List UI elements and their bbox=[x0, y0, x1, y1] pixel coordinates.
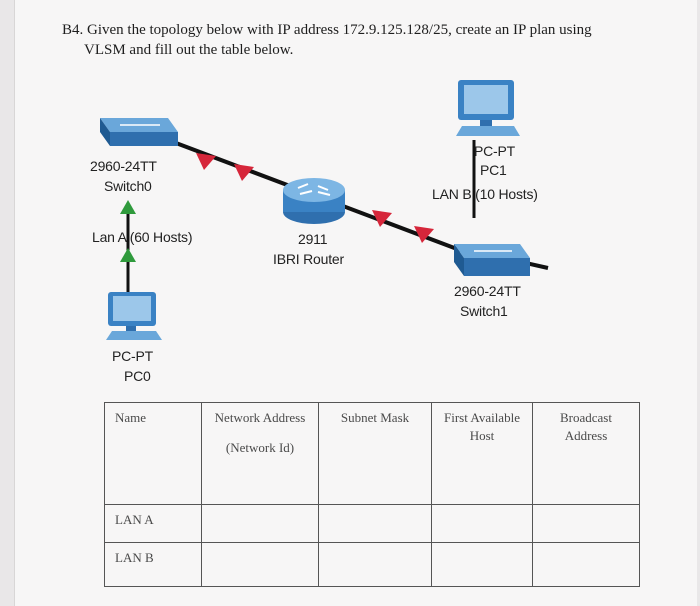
link-status-down-icon bbox=[372, 210, 392, 227]
pc0-icon bbox=[106, 292, 162, 340]
lan-a-label: Lan A (60 Hosts) bbox=[92, 229, 193, 245]
subnet-mask-cell[interactable] bbox=[318, 542, 432, 587]
switch0-model-label: 2960-24TT bbox=[90, 158, 157, 174]
table-row: LAN B bbox=[104, 542, 640, 587]
link-status-down-icon bbox=[234, 164, 254, 181]
header-subnet-mask: Subnet Mask bbox=[318, 402, 432, 505]
router-model-label: 2911 bbox=[298, 231, 328, 247]
header-network-id-text: (Network Id) bbox=[225, 440, 295, 455]
table-row: LAN A bbox=[104, 504, 640, 543]
pc1-name-label: PC1 bbox=[480, 162, 507, 178]
header-broadcast-address: Broadcast Address bbox=[532, 402, 640, 505]
link-status-down-icon bbox=[196, 153, 216, 170]
link-status-down-icon bbox=[414, 226, 434, 243]
first-host-cell[interactable] bbox=[431, 504, 533, 543]
table-header-row: Name Network Address (Network Id) Subnet… bbox=[104, 402, 640, 505]
broadcast-cell[interactable] bbox=[532, 542, 640, 587]
question-line-2: VLSM and fill out the table below. bbox=[84, 42, 294, 58]
pc0-name-label: PC0 bbox=[124, 368, 151, 384]
switch1-model-label: 2960-24TT bbox=[454, 283, 521, 299]
question-line-1: B4. Given the topology below with IP add… bbox=[62, 22, 592, 38]
switch0-name-label: Switch0 bbox=[104, 178, 152, 194]
row-name-cell: LAN B bbox=[104, 542, 202, 587]
header-network-address-text: Network Address bbox=[214, 410, 306, 425]
header-network-address: Network Address (Network Id) bbox=[201, 402, 319, 505]
switch1-icon bbox=[454, 244, 530, 276]
first-host-cell[interactable] bbox=[431, 542, 533, 587]
pc0-model-label: PC-PT bbox=[112, 348, 154, 364]
question-text: B4. Given the topology below with IP add… bbox=[62, 20, 662, 60]
network-topology-diagram bbox=[100, 80, 549, 340]
lan-b-label: LAN B (10 Hosts) bbox=[432, 186, 538, 202]
network-address-cell[interactable] bbox=[201, 542, 319, 587]
network-address-cell[interactable] bbox=[201, 504, 319, 543]
switch1-name-label: Switch1 bbox=[460, 303, 508, 319]
header-name: Name bbox=[104, 402, 202, 505]
link-status-up-icon bbox=[120, 200, 136, 214]
router-name-label: IBRI Router bbox=[273, 251, 344, 267]
header-first-available-host: First Available Host bbox=[431, 402, 533, 505]
pc1-icon bbox=[456, 80, 520, 136]
broadcast-cell[interactable] bbox=[532, 504, 640, 543]
subnet-mask-cell[interactable] bbox=[318, 504, 432, 543]
switch0-icon bbox=[100, 118, 178, 146]
ip-plan-table: Name Network Address (Network Id) Subnet… bbox=[104, 402, 640, 587]
row-name-cell: LAN A bbox=[104, 504, 202, 543]
link-status-up-icon bbox=[120, 248, 136, 262]
router-icon bbox=[283, 178, 345, 224]
pc1-model-label: PC-PT bbox=[474, 143, 516, 159]
